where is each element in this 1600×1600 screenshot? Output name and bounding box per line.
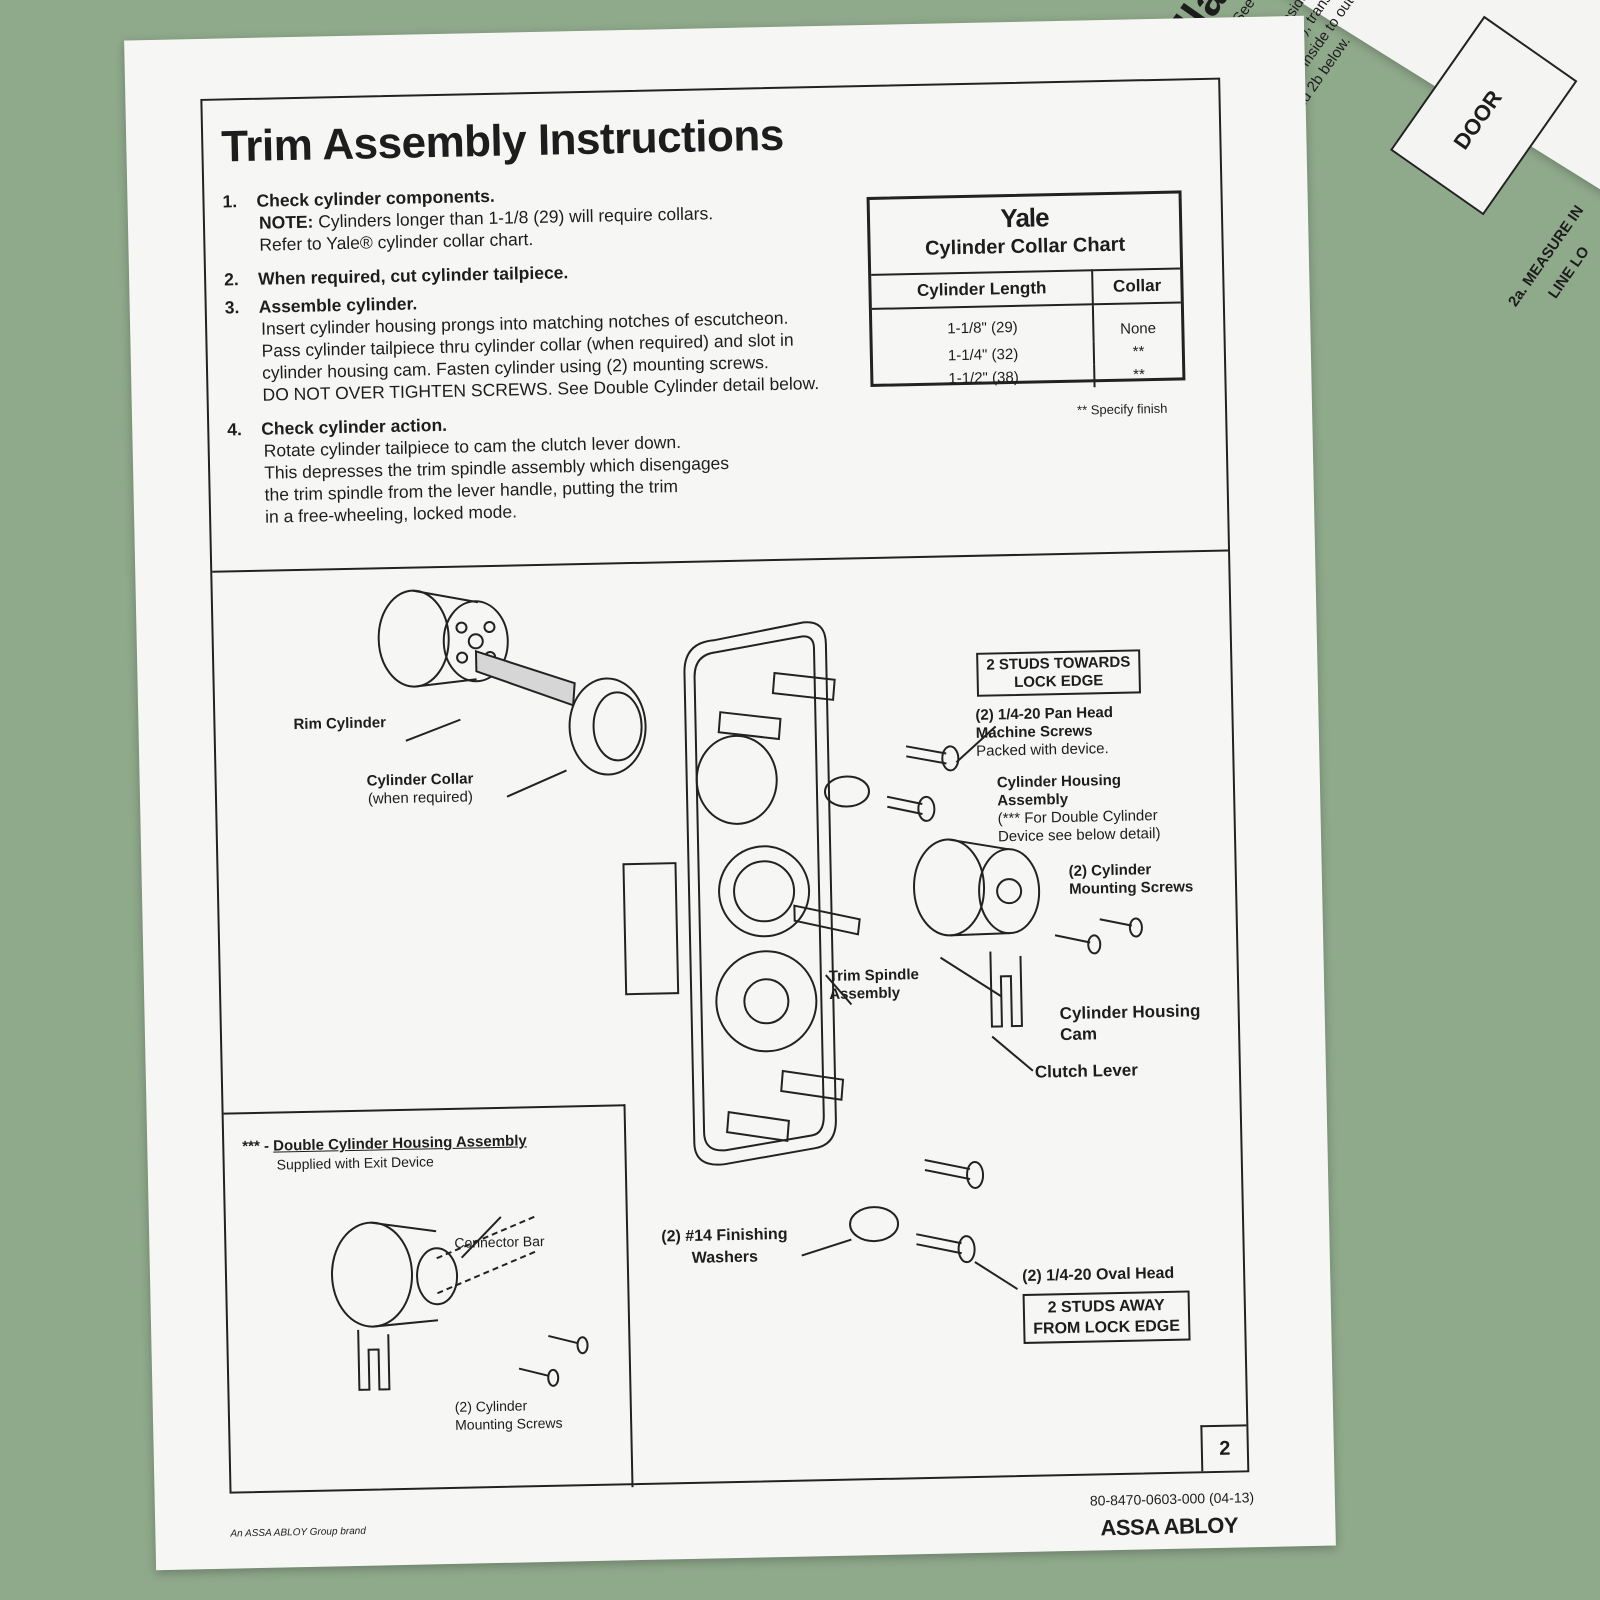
step-number: 4. [227, 419, 243, 440]
assa-abloy-logo: ASSA ABLOY [1100, 1512, 1239, 1541]
inset-subtitle: Supplied with Exit Device [276, 1153, 435, 1173]
label-text: Mounting Screws [1068, 878, 1194, 898]
studs-towards-box: 2 STUDS TOWARDS LOCK EDGE [976, 649, 1141, 697]
step-number: 1. [222, 191, 238, 212]
table-cell: 1-1/2" (38) [873, 364, 1095, 392]
studs-away-box: 2 STUDS AWAY FROM LOCK EDGE [1022, 1290, 1191, 1344]
step-4: 4.Check cylinder action. Rotate cylinder… [227, 404, 909, 528]
leader-line [955, 725, 997, 763]
label-cylinder-housing-cam: Cylinder Housing Cam [1059, 1000, 1201, 1045]
exploded-diagram: Rim Cylinder Cylinder Collar (when requi… [212, 552, 1247, 1496]
page-frame: Trim Assembly Instructions 1.Check cylin… [200, 77, 1250, 1496]
step-1: 1.Check cylinder components. NOTE: Cylin… [222, 176, 903, 256]
table-cell: ** [1132, 343, 1145, 361]
double-cylinder-icon [331, 1215, 589, 1391]
leader-line [939, 956, 1002, 998]
label-connector-bar: Connector Bar [454, 1232, 545, 1251]
label-subtext: (when required) [367, 788, 474, 808]
label-text: (2) 1/4-20 Pan Head [975, 703, 1114, 724]
label-text: FROM LOCK EDGE [1033, 1317, 1181, 1338]
table-cell: 1-1/8" (29) [871, 304, 1095, 346]
double-cylinder-inset: *** - Double Cylinder Housing Assembly S… [223, 1104, 634, 1496]
cylinder-collar-icon [568, 677, 647, 776]
pan-head-screw-icon [886, 745, 960, 822]
leader-line [460, 1216, 502, 1259]
label-text: LOCK EDGE [1013, 672, 1104, 692]
inset-title-prefix: *** - [242, 1137, 274, 1156]
label-cylinder-housing-assembly: Cylinder Housing Assembly (*** For Doubl… [997, 771, 1161, 846]
label-text: (2) Cylinder [454, 1397, 528, 1415]
label-clutch-lever: Clutch Lever [1034, 1060, 1139, 1082]
label-finishing-washers: (2) #14 Finishing Washers [661, 1224, 788, 1271]
page-number: 2 [1200, 1424, 1248, 1472]
label-cylinder-collar: Cylinder Collar (when required) [366, 770, 473, 808]
label-text: 2 STUDS TOWARDS [986, 653, 1131, 674]
instruction-page: Trim Assembly Instructions 1.Check cylin… [124, 15, 1336, 1571]
leader-line [506, 769, 567, 798]
label-cylinder-mounting-screws: (2) Cylinder Mounting Screws [1069, 860, 1194, 899]
leader-line [801, 1238, 852, 1257]
door-label: DOOR [1448, 85, 1507, 155]
cylinder-mounting-screw-icon [1054, 917, 1143, 955]
column-header: Cylinder Length [871, 270, 1094, 309]
leader-line [991, 1035, 1034, 1072]
label-text: Mounting Screws [455, 1414, 563, 1433]
oval-head-screw-icon [916, 1159, 985, 1264]
label-text: Trim Spindle [828, 966, 920, 985]
table-cell: ** [1132, 366, 1146, 384]
label-text: Assembly [829, 984, 901, 1003]
chart-footnote: ** Specify finish [1076, 400, 1168, 418]
rim-cylinder-icon [377, 589, 576, 707]
inset-title-text: Double Cylinder Housing Assembly [272, 1132, 527, 1155]
label-oval-head: (2) 1/4-20 Oval Head [1022, 1264, 1175, 1285]
column-header: Collar [1092, 268, 1181, 305]
step-3: 3.Assemble cylinder. Insert cylinder hou… [224, 282, 906, 406]
label-text: Washers [691, 1248, 759, 1267]
note-label: NOTE: [258, 211, 314, 233]
step-number: 3. [224, 297, 240, 318]
escutcheon-icon [622, 621, 861, 1166]
label-inset-screws: (2) Cylinder Mounting Screws [455, 1396, 563, 1434]
table-cell: None [1119, 319, 1157, 338]
label-trim-spindle: Trim Spindle Assembly [829, 966, 920, 1004]
washer-icon [823, 775, 870, 808]
document-code: 80-8470-0603-000 (04-13) [1089, 1489, 1255, 1509]
collar-table: Cylinder Length Collar 1-1/8" (29) None … [871, 267, 1182, 392]
label-pan-head-screws: (2) 1/4-20 Pan Head Machine Screws Packe… [975, 704, 1114, 761]
page-title: Trim Assembly Instructions [220, 110, 785, 172]
step-heading: Assemble cylinder. [258, 293, 418, 317]
leader-line [974, 1261, 1018, 1290]
yale-logo: Yale [1000, 202, 1049, 234]
label-text: Cam [1059, 1024, 1098, 1045]
leader-line [405, 718, 461, 742]
cylinder-collar-chart: Yale Cylinder Collar Chart Cylinder Leng… [866, 190, 1186, 392]
step-heading: Check cylinder action. [261, 414, 448, 439]
finishing-washer-icon [849, 1206, 900, 1243]
label-subtext: Packed with device. [976, 740, 1109, 760]
label-text: (2) #14 Finishing [661, 1225, 788, 1246]
leader-line [825, 974, 853, 1006]
label-subtext: Device see below detail) [997, 824, 1161, 846]
label-rim-cylinder: Rim Cylinder [293, 714, 387, 734]
chart-title: Cylinder Collar Chart [924, 233, 1126, 260]
footer-brand-note: An ASSA ABLOY Group brand [230, 1525, 366, 1540]
diagram-drawing [331, 589, 1143, 1391]
label-text: Cylinder Collar [366, 770, 474, 790]
label-text: Cylinder Housing [1059, 1001, 1201, 1024]
step-heading: When required, cut cylinder tailpiece. [257, 262, 569, 289]
step-number: 2. [223, 269, 239, 290]
cylinder-housing-icon [913, 838, 1041, 1028]
